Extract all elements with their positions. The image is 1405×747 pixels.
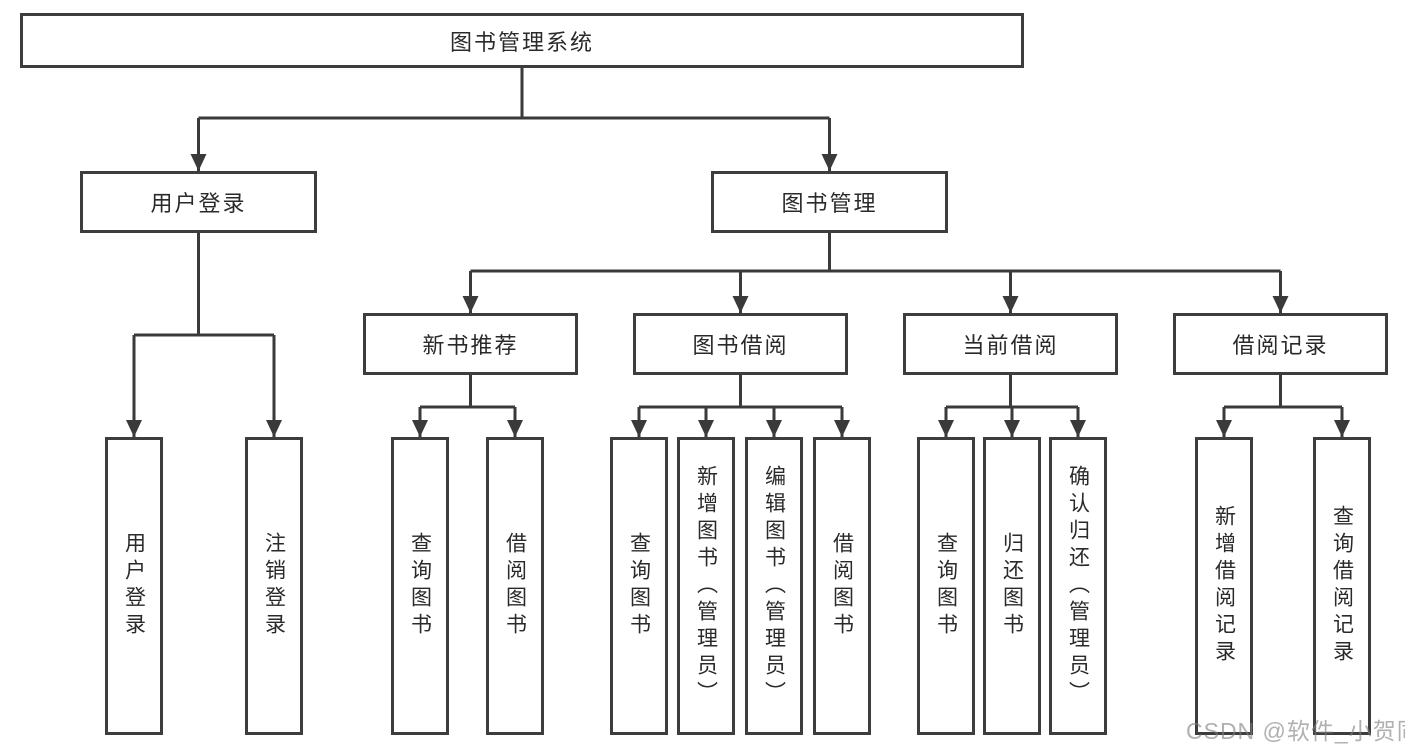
leaf-logout: 注销登录 (245, 437, 303, 735)
leaf-edit-book-admin: 编辑图书（管理员） (745, 437, 803, 735)
connector-current-borrow (938, 375, 1086, 437)
leaf-return-books-label: 归还图书 (1000, 532, 1024, 640)
leaf-borrow-books-recommend: 借阅图书 (486, 437, 544, 735)
leaf-query-books-borrow-label: 查询图书 (627, 532, 651, 640)
leaf-borrow-books-label: 借阅图书 (830, 532, 854, 640)
node-book-borrow-label: 图书借阅 (692, 333, 789, 358)
leaf-user-login-label: 用户登录 (122, 532, 146, 640)
leaf-borrow-books-recommend-label: 借阅图书 (503, 532, 527, 640)
leaf-query-books-recommend-label: 查询图书 (408, 532, 432, 640)
leaf-add-borrow-record: 新增借阅记录 (1195, 437, 1253, 735)
node-new-book-recommend: 新书推荐 (363, 313, 578, 375)
node-borrow-records: 借阅记录 (1173, 313, 1388, 375)
leaf-query-books-current-label: 查询图书 (934, 532, 958, 640)
leaf-edit-book-admin-label: 编辑图书（管理员） (762, 464, 786, 708)
leaf-query-books-recommend: 查询图书 (391, 437, 449, 735)
connector-book-borrow (631, 375, 850, 437)
node-borrow-records-label: 借阅记录 (1232, 333, 1329, 358)
node-library-system: 图书管理系统 (20, 13, 1024, 68)
node-current-borrow: 当前借阅 (903, 313, 1118, 375)
leaf-query-borrow-record: 查询借阅记录 (1313, 437, 1371, 735)
leaf-confirm-return-admin-label: 确认归还（管理员） (1066, 464, 1090, 708)
connector-user-login (126, 233, 282, 437)
connector-book-management (462, 233, 1289, 313)
leaf-user-login: 用户登录 (105, 437, 163, 735)
leaf-query-books-borrow: 查询图书 (610, 437, 668, 735)
leaf-query-books-current: 查询图书 (917, 437, 975, 735)
connector-new-book (412, 375, 523, 437)
leaf-query-borrow-record-label: 查询借阅记录 (1330, 505, 1354, 667)
node-user-login-label: 用户登录 (150, 191, 247, 216)
leaf-add-book-admin: 新增图书（管理员） (677, 437, 735, 735)
node-new-book-recommend-label: 新书推荐 (422, 333, 519, 358)
leaf-return-books: 归还图书 (983, 437, 1041, 735)
node-book-borrow: 图书借阅 (633, 313, 848, 375)
leaf-confirm-return-admin: 确认归还（管理员） (1049, 437, 1107, 735)
leaf-add-book-admin-label: 新增图书（管理员） (694, 464, 718, 708)
node-library-system-label: 图书管理系统 (449, 29, 594, 55)
node-book-management-label: 图书管理 (781, 191, 878, 216)
leaf-add-borrow-record-label: 新增借阅记录 (1212, 505, 1236, 667)
node-user-login: 用户登录 (80, 171, 317, 233)
node-current-borrow-label: 当前借阅 (962, 333, 1059, 358)
node-book-management: 图书管理 (711, 171, 948, 233)
leaf-logout-label: 注销登录 (262, 532, 286, 640)
csdn-watermark: CSDN @软件_小贺同学 (1186, 718, 1405, 744)
connector-borrow-records (1216, 375, 1350, 437)
connector-root (190, 68, 838, 171)
leaf-borrow-books: 借阅图书 (813, 437, 871, 735)
